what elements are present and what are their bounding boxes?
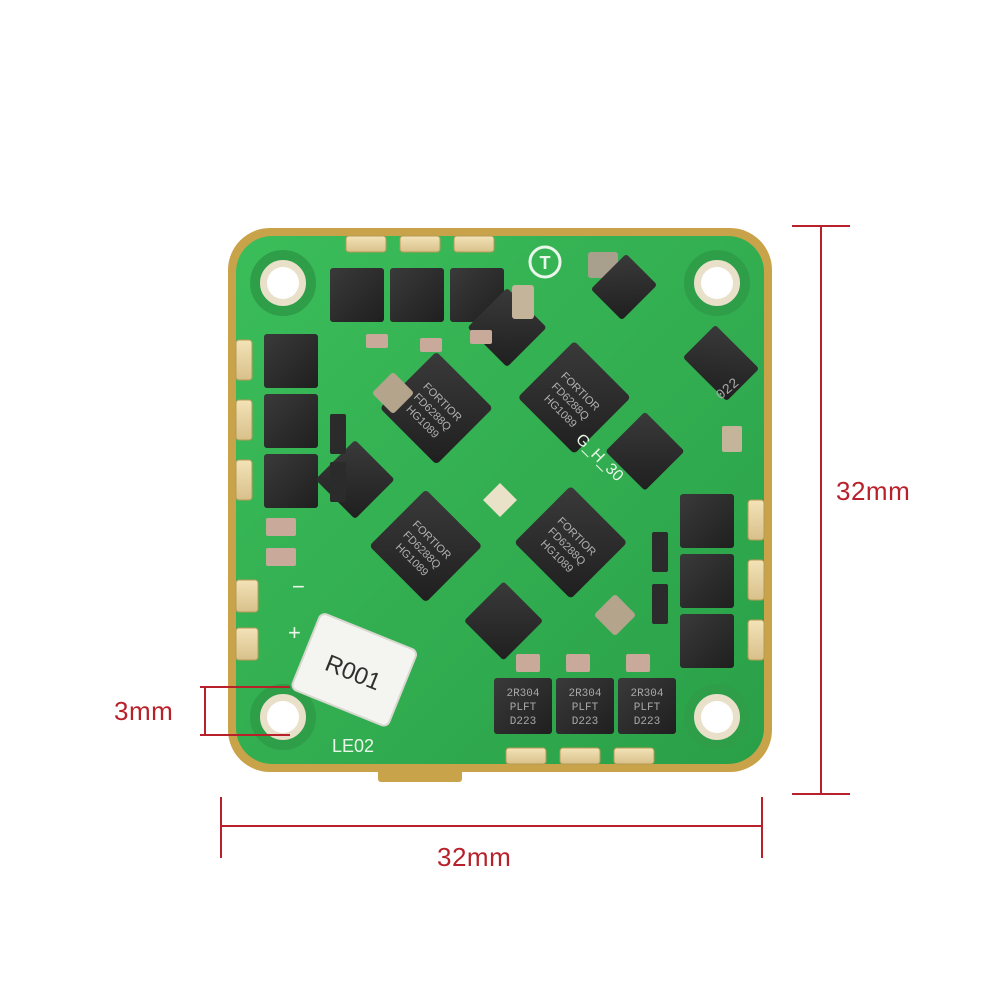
voltage-regulator: 022 (592, 255, 758, 404)
mosfet-column-left (264, 334, 318, 508)
mosfet-row-top (330, 268, 504, 322)
svg-text:T: T (540, 253, 551, 273)
svg-text:PLFT: PLFT (510, 702, 537, 714)
svg-text:−: − (292, 574, 305, 599)
svg-text:2R304: 2R304 (568, 688, 601, 700)
mosfet-column-right (680, 494, 734, 668)
svg-text:D223: D223 (572, 716, 598, 728)
driver-ic-array: FORTIOR FD6288Q HG1089 FORTIOR FD6288Q H… (316, 289, 684, 660)
brand-logo-icon: T (528, 245, 562, 279)
mounting-holes (250, 250, 750, 750)
hole-dimension-label: 3mm (114, 696, 174, 726)
shunt-resistor: R001 (291, 613, 417, 727)
svg-text:+: + (288, 620, 301, 645)
svg-text:2R304: 2R304 (506, 688, 539, 700)
svg-text:PLFT: PLFT (572, 702, 599, 714)
svg-text:2R304: 2R304 (630, 688, 663, 700)
svg-text:D223: D223 (510, 716, 536, 728)
width-dimension-label: 32mm (437, 842, 512, 872)
edge-pads (235, 235, 765, 765)
dimension-lines (200, 225, 850, 858)
passive-components (266, 252, 742, 672)
svg-text:PLFT: PLFT (634, 702, 661, 714)
bottom-connector (378, 768, 462, 782)
svg-text:D223: D223 (634, 716, 660, 728)
svg-text:LE02: LE02 (332, 736, 374, 756)
height-dimension-label: 32mm (836, 476, 911, 506)
mosfet-row-bottom: 2R304 PLFT D223 2R304 PLFT D223 2R304 PL… (494, 678, 676, 734)
